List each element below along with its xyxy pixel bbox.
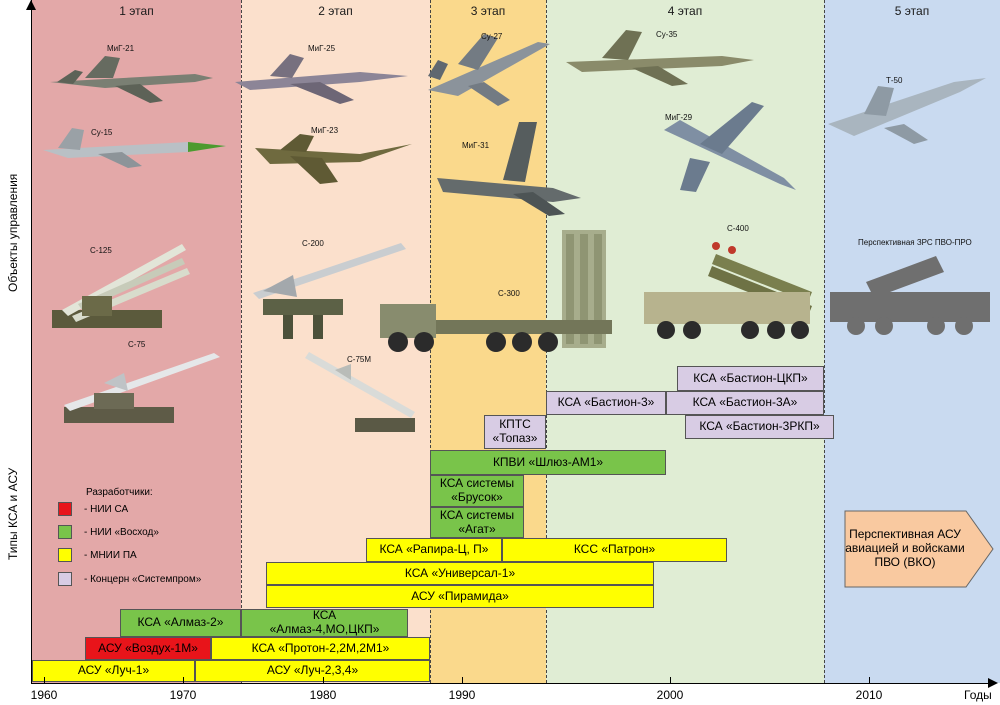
mig-21-icon [50, 56, 213, 103]
x-axis [31, 683, 993, 684]
y-axis-label-objects: Объекты управления [6, 173, 20, 292]
legend-item: - НИИ «Восход» [58, 525, 159, 539]
stage-boundary [824, 0, 825, 683]
object-label: С-400 [727, 224, 749, 233]
system-bar: КСА «Бастион-3А» [666, 391, 824, 415]
system-bar: КСА «Алмаз-2» [120, 609, 241, 637]
x-tick [869, 677, 870, 683]
system-bar: АСУ «Воздух-1М» [85, 637, 211, 660]
system-bar: КСА «Бастион-3» [546, 391, 666, 415]
object-label: С-125 [90, 246, 112, 255]
system-bar: АСУ «Луч-1» [32, 660, 195, 682]
stage-1-background [32, 0, 241, 683]
legend-swatch [58, 525, 72, 539]
system-bar: КСС «Патрон» [502, 538, 727, 562]
y-axis [31, 0, 32, 683]
mig-23-icon [255, 134, 412, 184]
s-75m-launcher-icon [305, 352, 415, 432]
system-bar: КПВИ «Шлюз-АМ1» [430, 450, 666, 475]
object-label: МиГ-31 [462, 141, 490, 150]
x-tick-label: 1960 [30, 688, 58, 702]
system-bar: КСА «Алмаз-4,МО,ЦКП» [241, 608, 408, 637]
stage-label-2: 2 этап [318, 4, 353, 18]
x-tick [323, 677, 324, 683]
object-label: МиГ-21 [107, 44, 135, 53]
object-label: Перспективная ЗРС ПВО-ПРО [858, 238, 972, 247]
system-bar: КСА «Бастион-ЦКП» [677, 366, 824, 391]
future-system-label: Перспективная АСУ авиацией и войсками ПВ… [845, 527, 965, 569]
object-label: С-75М [347, 355, 372, 364]
legend-item: - НИИ СА [58, 502, 128, 516]
legend-label: - Концерн «Системпром» [84, 573, 202, 585]
system-bar: КСА системы «Брусок» [430, 475, 524, 507]
object-label: Су-15 [91, 128, 113, 137]
object-label: Су-27 [481, 32, 503, 41]
x-tick-label: 2000 [656, 688, 684, 702]
stage-label-1: 1 этап [119, 4, 154, 18]
object-label: С-75 [128, 340, 146, 349]
x-tick-label: 1980 [309, 688, 337, 702]
mig-25-icon [235, 54, 408, 104]
mig-29-icon [664, 102, 796, 192]
x-axis-unit-label: Годы [964, 688, 992, 702]
object-label: Т-50 [886, 76, 903, 85]
legend-swatch [58, 572, 72, 586]
system-bar: АСУ «Пирамида» [266, 585, 654, 608]
future-launcher-silhouette-icon [830, 256, 990, 335]
s-200-launcher-icon [253, 243, 406, 339]
x-axis-arrow [988, 678, 998, 688]
object-label: МиГ-29 [665, 113, 693, 122]
x-tick [462, 677, 463, 683]
stage-label-5: 5 этап [894, 4, 930, 18]
system-bar: КСА «Рапира-Ц, П» [366, 538, 502, 562]
system-bar: КПТС «Топаз» [484, 415, 546, 449]
stage-label-3: 3 этап [470, 4, 506, 18]
object-label: С-200 [302, 239, 324, 248]
s-300-launcher-icon [380, 230, 612, 352]
system-bar: КСА «Универсал-1» [266, 562, 654, 585]
stage-label-4: 4 этап [667, 4, 703, 18]
legend-label: - НИИ СА [84, 503, 129, 515]
system-bar: КСА системы «Агат» [430, 507, 524, 538]
future-system-arrow [844, 510, 994, 588]
legend-label: - НИИ «Восход» [84, 526, 159, 538]
system-bar: АСУ «Луч-2,3,4» [195, 660, 430, 682]
x-tick [183, 677, 184, 683]
legend-title: Разработчики: [86, 487, 153, 498]
system-bar: КСА «Бастион-3РКП» [685, 415, 834, 439]
legend-item: - МНИИ ПА [58, 548, 137, 562]
legend-item: - Концерн «Системпром» [58, 572, 201, 586]
x-tick-label: 2010 [855, 688, 883, 702]
x-tick [670, 677, 671, 683]
su-35-icon [566, 30, 754, 86]
x-tick-label: 1990 [448, 688, 476, 702]
legend-swatch [58, 502, 72, 516]
legend-swatch [58, 548, 72, 562]
legend-label: - МНИИ ПА [84, 549, 137, 561]
system-bar: КСА «Протон-2,2М,2М1» [211, 637, 430, 660]
t-50-icon [828, 78, 986, 144]
s-75-launcher-icon [64, 353, 220, 423]
mig-31-icon [437, 122, 581, 216]
x-tick [44, 677, 45, 683]
s-125-launcher-icon [52, 244, 190, 328]
object-label: МиГ-23 [311, 126, 339, 135]
y-axis-arrow [26, 0, 36, 10]
su-27-icon [428, 34, 550, 106]
object-label: С-300 [498, 289, 520, 298]
stage-boundary [241, 0, 242, 683]
s-400-launcher-icon [644, 242, 812, 339]
y-axis-label-systems: Типы КСА и АСУ [6, 467, 20, 560]
x-tick-label: 1970 [169, 688, 197, 702]
object-label: МиГ-25 [308, 44, 336, 53]
object-label: Су-35 [656, 30, 678, 39]
su-15-icon [43, 128, 226, 168]
